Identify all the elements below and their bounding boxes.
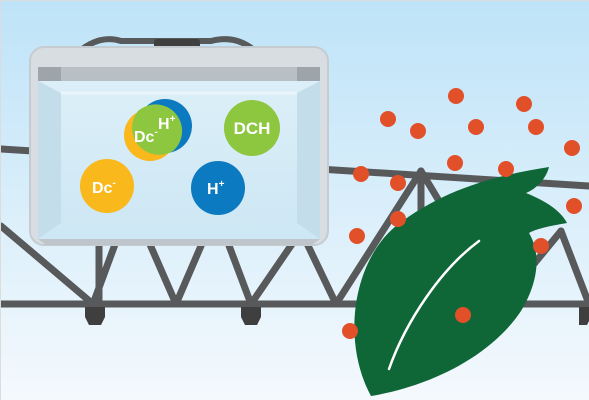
droplet-icon — [533, 238, 549, 254]
droplet-icon — [342, 323, 358, 339]
particle-dc: Dc- — [80, 159, 134, 213]
droplet-icon — [349, 228, 365, 244]
ion-label-dc: Dc- — [92, 178, 116, 197]
ion-label-dc: Dc- — [134, 127, 158, 146]
droplet-icon — [528, 119, 544, 135]
ion-label-dch: DCH — [234, 119, 271, 138]
droplet-icon — [353, 166, 369, 182]
droplet-icon — [447, 155, 463, 171]
droplet-icon — [566, 198, 582, 214]
droplet-icon — [380, 111, 396, 127]
droplet-icon — [390, 211, 406, 227]
droplet-icon — [516, 96, 532, 112]
droplet-icon — [390, 175, 406, 191]
nozzle-icon — [241, 307, 261, 325]
particle-dch: DCH — [224, 100, 280, 156]
droplet-icon — [410, 123, 426, 139]
particle-h: H+ — [191, 161, 245, 215]
droplet-icon — [564, 140, 580, 156]
droplet-icon — [498, 161, 514, 177]
droplet-icon — [468, 119, 484, 135]
droplet-icon — [455, 307, 471, 323]
droplet-icon — [448, 88, 464, 104]
nozzle-icon — [579, 307, 589, 325]
nozzle-icon — [85, 307, 105, 325]
